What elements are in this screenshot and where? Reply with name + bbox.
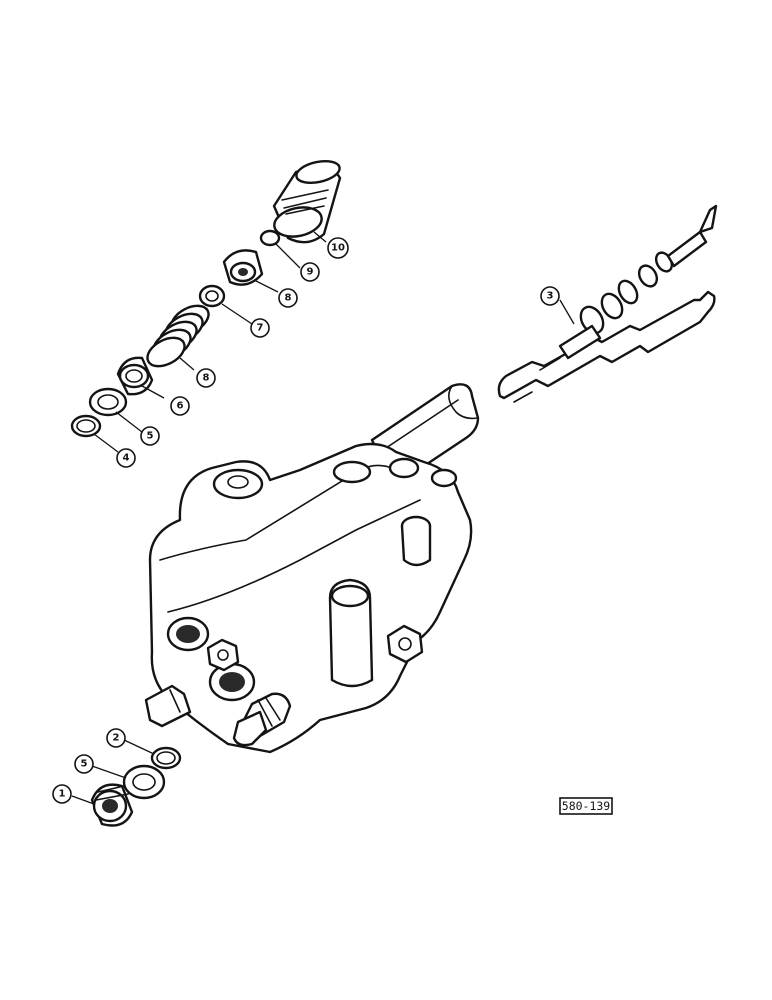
callout-9: 9	[300, 262, 320, 282]
svg-text:1: 1	[59, 789, 66, 800]
svg-text:10: 10	[331, 243, 345, 254]
plug	[272, 160, 342, 244]
callout-1: 1	[52, 784, 72, 804]
washer-5-lower	[122, 764, 166, 800]
o-ring-4	[70, 414, 102, 438]
o-ring-2	[150, 746, 182, 770]
svg-text:5: 5	[147, 431, 154, 442]
retainer	[222, 249, 264, 286]
leader-lines	[71, 231, 575, 805]
svg-text:4: 4	[123, 453, 130, 464]
callout-10: 10	[327, 237, 349, 259]
svg-text:2: 2	[113, 733, 120, 744]
callout-5-upper: 5	[140, 426, 160, 446]
callout-7: 7	[250, 318, 270, 338]
svg-text:8: 8	[203, 373, 210, 384]
svg-text:3: 3	[547, 291, 554, 302]
callout-5-lower: 5	[74, 754, 94, 774]
valve-body	[144, 383, 480, 754]
svg-text:5: 5	[81, 759, 88, 770]
washer-5-upper	[88, 387, 128, 417]
svg-text:9: 9	[307, 267, 314, 278]
o-ring-9	[259, 229, 281, 247]
callout-2: 2	[106, 728, 126, 748]
callout-6: 6	[170, 396, 190, 416]
washer-7	[198, 284, 226, 308]
svg-text:8: 8	[285, 293, 292, 304]
callout-8-retainer: 8	[278, 288, 298, 308]
svg-text:6: 6	[177, 401, 184, 412]
spacer-6	[116, 356, 154, 396]
callout-8-spring: 8	[196, 368, 216, 388]
reference-code-label: 580-139	[559, 797, 613, 815]
svg-text:580-139: 580-139	[562, 799, 611, 813]
spool	[497, 204, 718, 403]
svg-text:7: 7	[257, 323, 264, 334]
callout-4: 4	[116, 448, 136, 468]
callout-3: 3	[540, 286, 560, 306]
spring	[146, 304, 210, 368]
plug-1	[90, 783, 134, 827]
